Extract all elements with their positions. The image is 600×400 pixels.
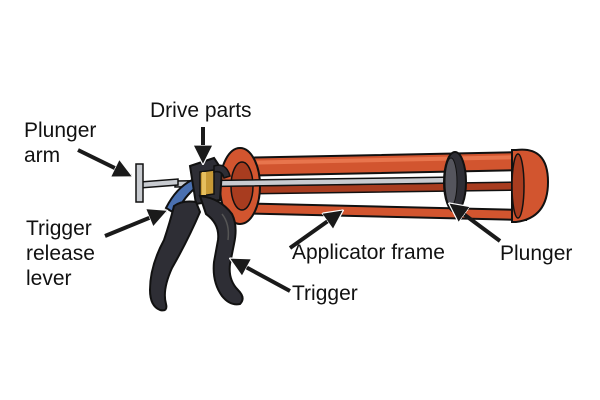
frame-end-cap-face	[511, 153, 525, 219]
pistol-grip	[148, 200, 202, 312]
plunger-label: Plunger	[500, 242, 573, 265]
plunger-arm-handle	[135, 163, 179, 203]
trigger-label: Trigger	[292, 282, 358, 305]
trigger	[198, 194, 244, 306]
plunger-arm-label: Plunger arm	[24, 119, 97, 167]
frame-bottom-rail	[227, 201, 527, 222]
drive-parts-label: Drive parts	[150, 99, 252, 122]
arrow-icon	[450, 204, 502, 243]
plunger-disc	[443, 151, 467, 213]
pointer-arrows	[77, 127, 502, 293]
trigger-release-lever-label: Trigger release lever	[26, 217, 95, 290]
arrow-icon	[288, 211, 342, 250]
applicator-frame-label: Applicator frame	[292, 241, 445, 264]
arrow-icon	[104, 211, 166, 238]
arrow-icon	[231, 257, 291, 293]
arrow-icon	[77, 148, 131, 178]
